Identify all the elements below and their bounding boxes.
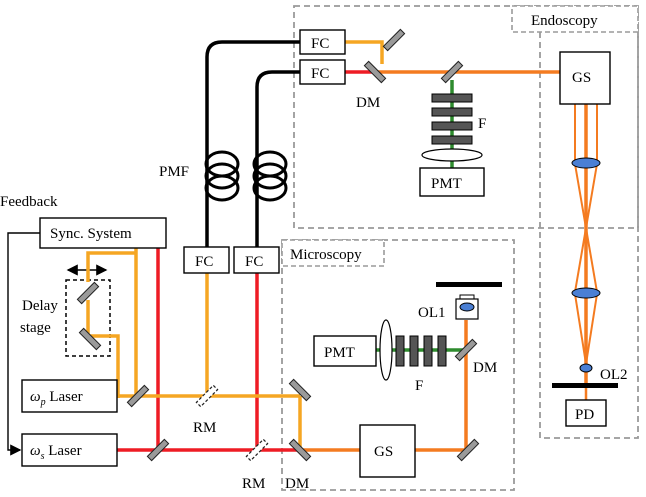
sync-system-label: Sync. System — [50, 226, 132, 242]
microscopy-region — [281, 239, 515, 491]
endoscopy-region-right — [539, 23, 639, 439]
endoscope-beam-cone — [574, 104, 598, 365]
pmf-label: PMF — [159, 164, 189, 180]
dm-micro-right-label: DM — [473, 360, 497, 376]
pmf-coil-right — [252, 150, 288, 202]
mirror-endo-top — [382, 28, 406, 52]
endoscopy-tag — [511, 5, 639, 33]
filter-micro-label: F — [415, 378, 423, 394]
mirror-pump-turn — [126, 384, 150, 408]
gs-micro-box — [359, 424, 416, 478]
lens-endo-1 — [571, 157, 601, 169]
fc-right-label: FC — [245, 254, 263, 270]
stokes-laser-label: ωs Laser — [30, 443, 82, 462]
pmt-endo-box — [419, 167, 485, 197]
micro-sample-plate — [436, 282, 502, 287]
delay-stage-label-1: Delay — [22, 298, 58, 314]
ol2-label: OL2 — [600, 367, 628, 383]
mirror-stokes-turn — [146, 438, 170, 462]
gs-endo-label: GS — [572, 70, 591, 86]
pd-label: PD — [575, 407, 594, 423]
fc-top-label: FC — [311, 36, 329, 52]
removable-mirror-upper — [195, 384, 219, 408]
fc-left-label: FC — [195, 254, 213, 270]
sync-system-box — [39, 217, 167, 249]
lens-endo-pmt — [421, 148, 483, 162]
pump-laser-label: ωp Laser — [30, 389, 83, 408]
microscopy-label: Microscopy — [290, 247, 362, 263]
mirror-endo-split — [440, 60, 464, 84]
removable-mirror-lower — [245, 438, 269, 462]
delay-mirror-bottom — [78, 327, 102, 351]
ol2-lens — [579, 363, 593, 373]
pmf-coil-left — [204, 150, 240, 202]
endoscopy-label: Endoscopy — [531, 13, 598, 29]
delay-stage-label-2: stage — [20, 320, 51, 336]
pmf-fiber-inner — [255, 70, 300, 248]
combined-beam — [300, 70, 588, 452]
filter-endo — [431, 93, 473, 145]
fc-left-box — [183, 246, 230, 274]
pmf-fiber-outer — [205, 40, 300, 248]
dm-endo — [363, 60, 387, 84]
dm-endo-label: DM — [356, 95, 380, 111]
dm-micro-bottom-label: DM — [285, 476, 309, 492]
delay-mirror-top — [76, 281, 100, 305]
rm-lower-label: RM — [242, 476, 265, 492]
mirror-micro-top — [288, 378, 312, 402]
microscopy-tag — [281, 239, 385, 267]
rm-upper-label: RM — [193, 420, 216, 436]
fc-second-label: FC — [311, 66, 329, 82]
pd-box — [565, 399, 607, 427]
gs-endo-box — [559, 51, 611, 105]
stokes-laser-box — [21, 433, 118, 467]
ol1-label: OL1 — [418, 305, 446, 321]
filter-endo-label: F — [478, 116, 486, 132]
pmt-micro-label: PMT — [324, 345, 355, 361]
dm-micro-bottom — [288, 438, 312, 462]
feedback-line — [7, 232, 40, 456]
fc-top-box — [299, 29, 346, 55]
lens-endo-2 — [571, 287, 601, 299]
fc-right-box — [233, 246, 280, 274]
endo-sample-plate — [552, 383, 618, 388]
mirror-micro-right — [456, 438, 480, 462]
filter-micro — [395, 335, 447, 367]
lens-micro-pmt — [379, 319, 393, 381]
dm-micro-right — [454, 338, 478, 362]
feedback-label: Feedback — [0, 194, 58, 210]
pump-laser-box — [21, 379, 118, 413]
ol1-objective — [455, 294, 479, 320]
stokes-beam — [117, 70, 375, 452]
gs-micro-label: GS — [374, 444, 393, 460]
fc-second-box — [299, 59, 346, 85]
pmt-endo-label: PMT — [431, 176, 462, 192]
pmt-micro-box — [313, 335, 377, 367]
